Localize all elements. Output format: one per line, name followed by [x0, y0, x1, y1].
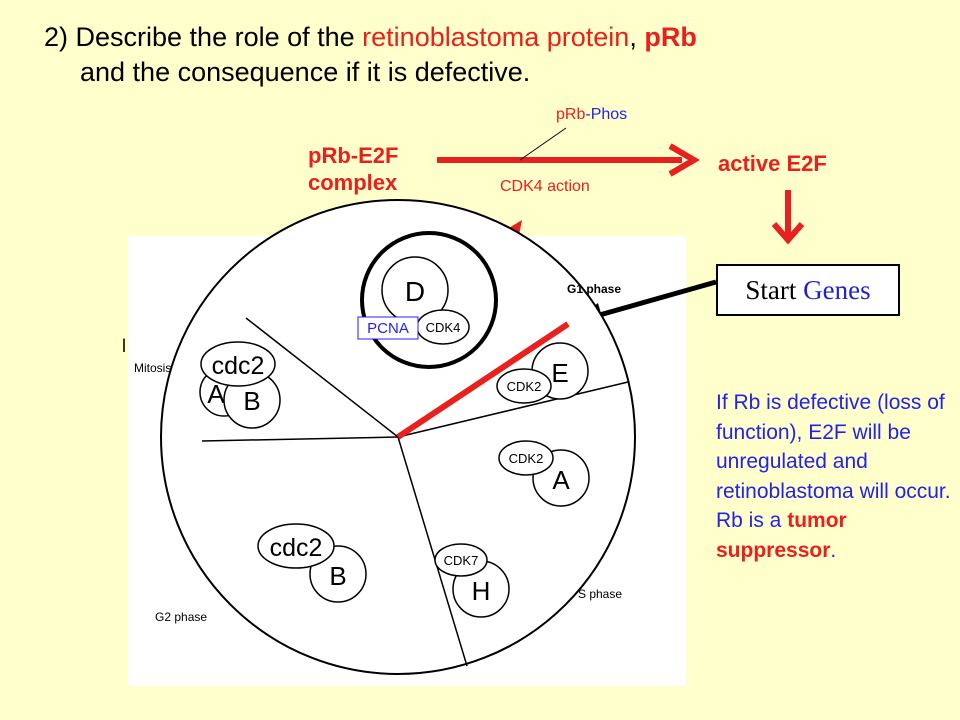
title-prb: pRb	[644, 22, 697, 52]
title-comma: ,	[629, 22, 645, 52]
restriction-point-line	[396, 321, 570, 440]
divider-g2	[201, 436, 399, 442]
title-prefix: 2) Describe the role of the	[44, 22, 363, 52]
divider-s-upper	[397, 381, 629, 438]
cyclin-e-label: E	[551, 358, 568, 388]
tumor-suppressor-term: tumor suppressor	[716, 509, 847, 562]
tumor-suppressor-line: Rb is a tumor suppressor.	[716, 506, 951, 565]
divider-mitosis	[245, 317, 399, 438]
cdc2-bottom-label: cdc2	[270, 534, 323, 562]
active-part: active	[718, 151, 787, 176]
e2f-part: E2F	[786, 151, 827, 176]
cdk2-e-label: CDK2	[507, 379, 542, 394]
cyclin-a-top-label: A	[207, 379, 225, 409]
cyclin-d-ring	[360, 231, 498, 369]
title-line-1: 2) Describe the role of the retinoblasto…	[44, 20, 697, 55]
divider-s	[397, 436, 468, 667]
complex-to-e2f-arrow	[437, 143, 700, 177]
prb-phos-label: pRb-Phos	[556, 106, 627, 124]
defect-body: If Rb is defective (loss of function), E…	[716, 391, 951, 503]
genes-part: Genes	[803, 275, 871, 305]
cdc2-top-ellipse	[200, 341, 276, 387]
prb-e2f-complex-label: pRb-E2F complex	[308, 142, 398, 196]
cyclin-h-label: H	[472, 576, 491, 606]
cdc2-bottom-ellipse	[257, 523, 335, 569]
pcna-box	[357, 316, 419, 340]
s-phase-label: S phase	[578, 587, 622, 601]
complex-line-2: complex	[308, 170, 398, 195]
page-title: 2) Describe the role of the retinoblasto…	[44, 20, 697, 90]
phos-part: -Phos	[585, 106, 628, 123]
defect-explanation: If Rb is defective (loss of function), E…	[716, 388, 951, 565]
cyclin-a-right-label: A	[552, 465, 570, 495]
start-genes-box: Start Genes	[716, 264, 900, 316]
cdc2-top-label: cdc2	[212, 352, 265, 380]
e2f-down-arrow	[771, 190, 805, 245]
cyclin-b-top-label: B	[243, 386, 260, 416]
title-line-2: and the consequence if it is defective.	[80, 57, 531, 87]
g2-phase-label: G2 phase	[155, 610, 207, 624]
cdk4-action-label: CDK4 action	[500, 178, 590, 195]
prb-part: pRb	[556, 106, 586, 123]
cdk2-a-label: CDK2	[509, 451, 544, 466]
cdk2-a-ellipse	[498, 440, 554, 476]
edge-mark: l	[122, 336, 126, 356]
complex-line-1: pRb-E2F	[308, 143, 399, 168]
cyclin-b-bottom-label: B	[329, 561, 346, 591]
rb-prefix: Rb is a	[716, 509, 788, 532]
start-part: Start	[745, 275, 804, 305]
mitosis-label: Mitosis	[134, 361, 171, 375]
cyclin-d-label: D	[405, 276, 425, 307]
phos-pointer-line	[519, 127, 567, 161]
cdk4-label: CDK4	[426, 320, 461, 335]
title-protein: retinoblastoma protein	[362, 22, 630, 52]
cdk7-label: CDK7	[444, 553, 479, 568]
period: .	[830, 538, 837, 562]
pcna-label: PCNA	[367, 320, 409, 337]
cdk7-ellipse	[434, 543, 488, 577]
cdk2-e-ellipse	[496, 368, 552, 404]
g1-phase-label: G1 phase	[567, 282, 621, 296]
active-e2f-label: active E2F	[718, 150, 827, 177]
